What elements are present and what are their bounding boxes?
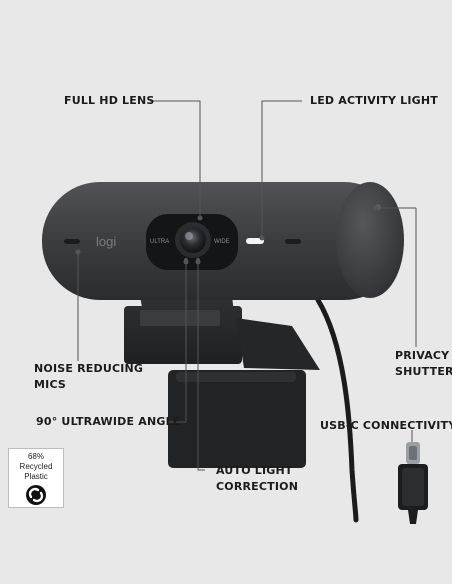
led-light [246, 238, 264, 244]
callout-led-activity-light: LED ACTIVITY LIGHT [310, 94, 439, 107]
svg-text:ULTRA: ULTRA [150, 239, 169, 245]
mic-left [64, 239, 80, 244]
logi-logo: logi [96, 234, 116, 249]
callout-privacy-shutter: PRIVACY SHUTTER [395, 349, 452, 378]
lens [180, 227, 206, 253]
recycled-plastic-badge: 68% Recycled Plastic [8, 448, 64, 508]
callout-ultrawide-angle: 90° ULTRAWIDE ANGLE [36, 415, 181, 428]
leader-lines [75, 100, 417, 471]
callout-usbc-connectivity: USB-C CONNECTIVITY [320, 419, 452, 432]
callout-noise-reducing-mics: NOISE REDUCING MICS [34, 362, 144, 391]
svg-text:WIDE: WIDE [214, 239, 230, 245]
callout-auto-light-correction: AUTO LIGHT CORRECTION [216, 464, 299, 493]
mounting-clip [124, 296, 320, 468]
mic-right [285, 239, 301, 244]
recycle-icon [26, 485, 46, 505]
callout-full-hd-lens: FULL HD LENS [64, 94, 155, 107]
usb-cable [315, 297, 359, 523]
webcam-body: logi ULTRA WIDE [42, 182, 404, 300]
usb-c-connector [398, 442, 428, 524]
